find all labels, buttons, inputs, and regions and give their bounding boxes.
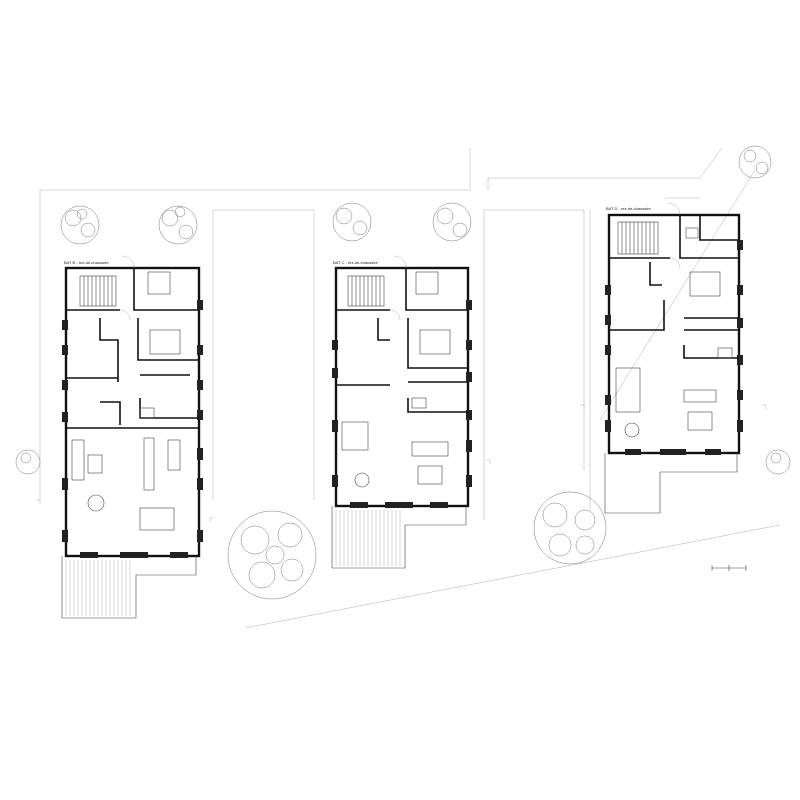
tree: [60, 205, 100, 245]
scale-bar: [711, 565, 747, 571]
stair: [617, 221, 659, 255]
site-boundary-lines: [39, 147, 781, 629]
building-b-label: BAT B - rez-de-chaussée: [64, 260, 109, 265]
terrace: [61, 556, 197, 619]
tree: [533, 491, 607, 565]
tree: [15, 449, 41, 475]
stair: [79, 275, 117, 307]
tree: [765, 449, 791, 475]
tree: [432, 202, 472, 242]
terrace: [331, 506, 467, 569]
trees: [15, 145, 791, 600]
tree: [738, 145, 772, 179]
stair: [347, 275, 385, 307]
terrace: [604, 453, 738, 514]
building-d-plan: [604, 202, 743, 514]
building-c-label: BAT C - rez-de-chaussée: [333, 260, 378, 265]
tree: [227, 510, 317, 600]
building-c-plan: [331, 255, 472, 569]
tree: [332, 202, 372, 242]
building-b-plan: [61, 255, 203, 619]
tree: [158, 205, 198, 245]
building-d-label: BAT D - rez-de-chaussée: [606, 206, 651, 211]
